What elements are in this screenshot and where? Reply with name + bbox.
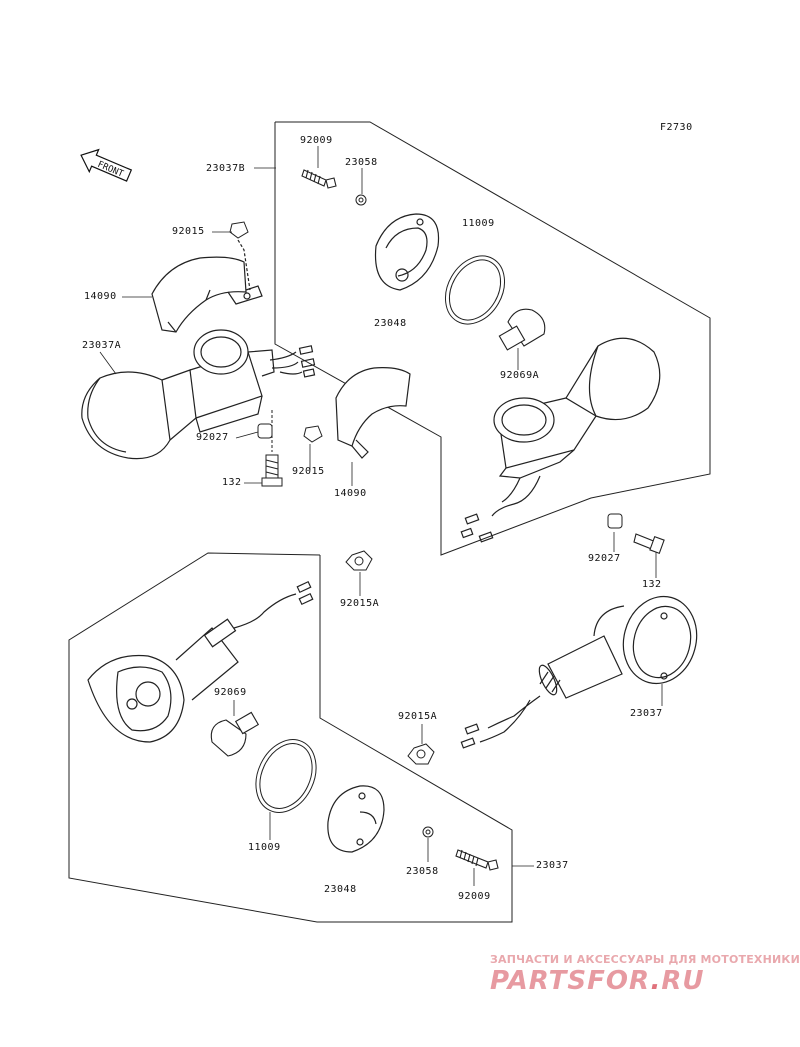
- bulb-92069A: [498, 308, 546, 351]
- washer-23058-top: [355, 194, 367, 206]
- nut-92015A-top: [345, 550, 373, 571]
- screw-92009-bottom: [455, 849, 499, 871]
- watermark-logo: PARTSFOR.RU: [490, 966, 705, 996]
- gasket-11009-top: [444, 255, 506, 325]
- leader-lines: [99, 146, 663, 886]
- turn-signal-23037-right: [460, 595, 698, 749]
- nut-92027-right: [607, 513, 623, 529]
- part-label-92027-right: 92027: [588, 553, 621, 564]
- lens-23048-bottom: [327, 785, 385, 853]
- part-label-92009-top: 92009: [300, 135, 333, 146]
- bolt-132-left: [261, 410, 283, 487]
- turn-signal-23037B: [460, 337, 661, 543]
- part-label-92015-left: 92015: [172, 226, 205, 237]
- part-label-92069A: 92069A: [500, 370, 540, 381]
- clamp-bracket-14090-mid: [335, 367, 411, 459]
- screw-92009-top: [301, 169, 337, 189]
- part-label-92069: 92069: [214, 687, 247, 698]
- part-label-23037B: 23037B: [206, 163, 246, 174]
- part-label-23037-bottom: 23037: [536, 860, 569, 871]
- part-label-14090-left: 14090: [84, 291, 117, 302]
- nut-92015A-mid: [407, 743, 435, 765]
- turn-signal-23037A: [81, 329, 316, 460]
- clamp-bracket-14090-left: [151, 239, 263, 333]
- upper-group-boundary: [274, 121, 711, 556]
- lower-group-boundary: [68, 552, 513, 923]
- lens-23048-top: [374, 213, 440, 291]
- watermark-brand-right: RU: [661, 966, 705, 996]
- watermark-brand-dot: .: [650, 966, 662, 996]
- bolt-132-right: [633, 533, 665, 554]
- part-label-23037-right: 23037: [630, 708, 663, 719]
- part-label-92015A-top: 92015A: [340, 598, 380, 609]
- part-label-23048-bottom: 23048: [324, 884, 357, 895]
- part-label-14090-mid: 14090: [334, 488, 367, 499]
- turn-signal-lower-left: [87, 580, 314, 743]
- part-label-92015-mid: 92015: [292, 466, 325, 477]
- gasket-11009-bottom: [255, 739, 317, 813]
- part-label-92027-left: 92027: [196, 432, 229, 443]
- part-label-92009-bottom: 92009: [458, 891, 491, 902]
- part-label-132-right: 132: [642, 579, 662, 590]
- nut-92015-left: [229, 221, 249, 239]
- figure-code: F2730: [660, 122, 693, 133]
- part-label-23058-bottom: 23058: [406, 866, 439, 877]
- nut-92015-mid: [303, 425, 323, 443]
- washer-23058-bottom: [422, 826, 434, 838]
- watermark-brand-left: PARTS: [490, 966, 588, 996]
- part-label-23048-top: 23048: [374, 318, 407, 329]
- part-label-23037A: 23037A: [82, 340, 122, 351]
- nut-92027-left: [257, 423, 273, 439]
- bulb-92069: [210, 711, 260, 757]
- watermark-tagline: ЗАПЧАСТИ И АКСЕССУАРЫ ДЛЯ МОТОТЕХНИКИ: [490, 953, 800, 966]
- part-label-132-left: 132: [222, 477, 242, 488]
- part-label-11009-bottom: 11009: [248, 842, 281, 853]
- watermark-brand-mid: FOR: [587, 966, 651, 996]
- front-arrow-icon: FRONT: [80, 148, 133, 182]
- part-label-92015A-mid: 92015A: [398, 711, 438, 722]
- part-label-11009-top: 11009: [462, 218, 495, 229]
- part-label-23058-top: 23058: [345, 157, 378, 168]
